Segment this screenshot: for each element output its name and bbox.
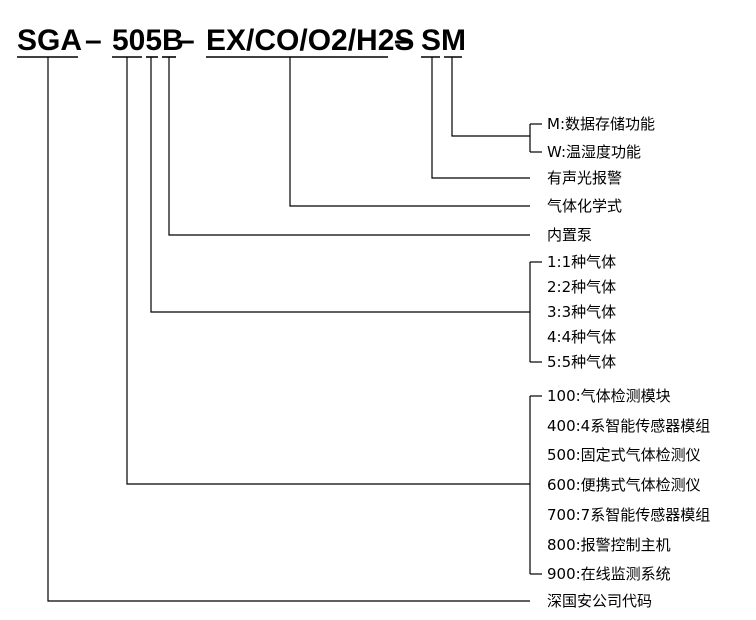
leader-alarm: [431, 57, 530, 179]
code-series: 505B: [112, 24, 184, 57]
label-gas-count-5: 5:5种气体: [547, 353, 616, 371]
code-suffix: SM: [421, 24, 466, 57]
label-product-400: 400:4系智能传感器模组: [547, 417, 710, 435]
label-gas-count-1: 1:1种气体: [547, 253, 616, 271]
leader-product-type: [126, 57, 530, 485]
label-m-storage: M:数据存储功能: [547, 115, 655, 133]
label-gas-count-2: 2:2种气体: [547, 278, 616, 296]
label-sound-light-alarm: 有声光报警: [547, 169, 622, 187]
label-gas-count-3: 3:3种气体: [547, 303, 616, 321]
label-product-700: 700:7系智能传感器模组: [547, 506, 710, 524]
leader-company-code: [47, 57, 530, 602]
label-builtin-pump: 内置泵: [547, 226, 592, 244]
label-product-900: 900:在线监测系统: [547, 565, 671, 583]
leader-m-w: [451, 57, 530, 137]
code-prefix: SGA: [17, 24, 82, 57]
leader-gas-count: [150, 57, 530, 313]
code-gases: EX/CO/O2/H2S: [206, 24, 414, 57]
label-product-100: 100:气体检测模块: [547, 387, 671, 405]
label-product-600: 600:便携式气体检测仪: [547, 476, 701, 494]
code-dash-2: –: [178, 24, 195, 57]
code-dash-3: –: [394, 24, 411, 57]
code-dash-1: –: [85, 24, 102, 57]
label-company-code: 深国安公司代码: [547, 592, 652, 610]
leader-gas-formula: [289, 57, 530, 207]
label-gas-formula: 气体化学式: [547, 197, 622, 215]
label-w-humidity: W:温湿度功能: [547, 143, 641, 161]
label-gas-count-4: 4:4种气体: [547, 328, 616, 346]
leader-pump: [168, 57, 530, 236]
label-product-800: 800:报警控制主机: [547, 536, 671, 554]
label-product-500: 500:固定式气体检测仪: [547, 446, 701, 464]
